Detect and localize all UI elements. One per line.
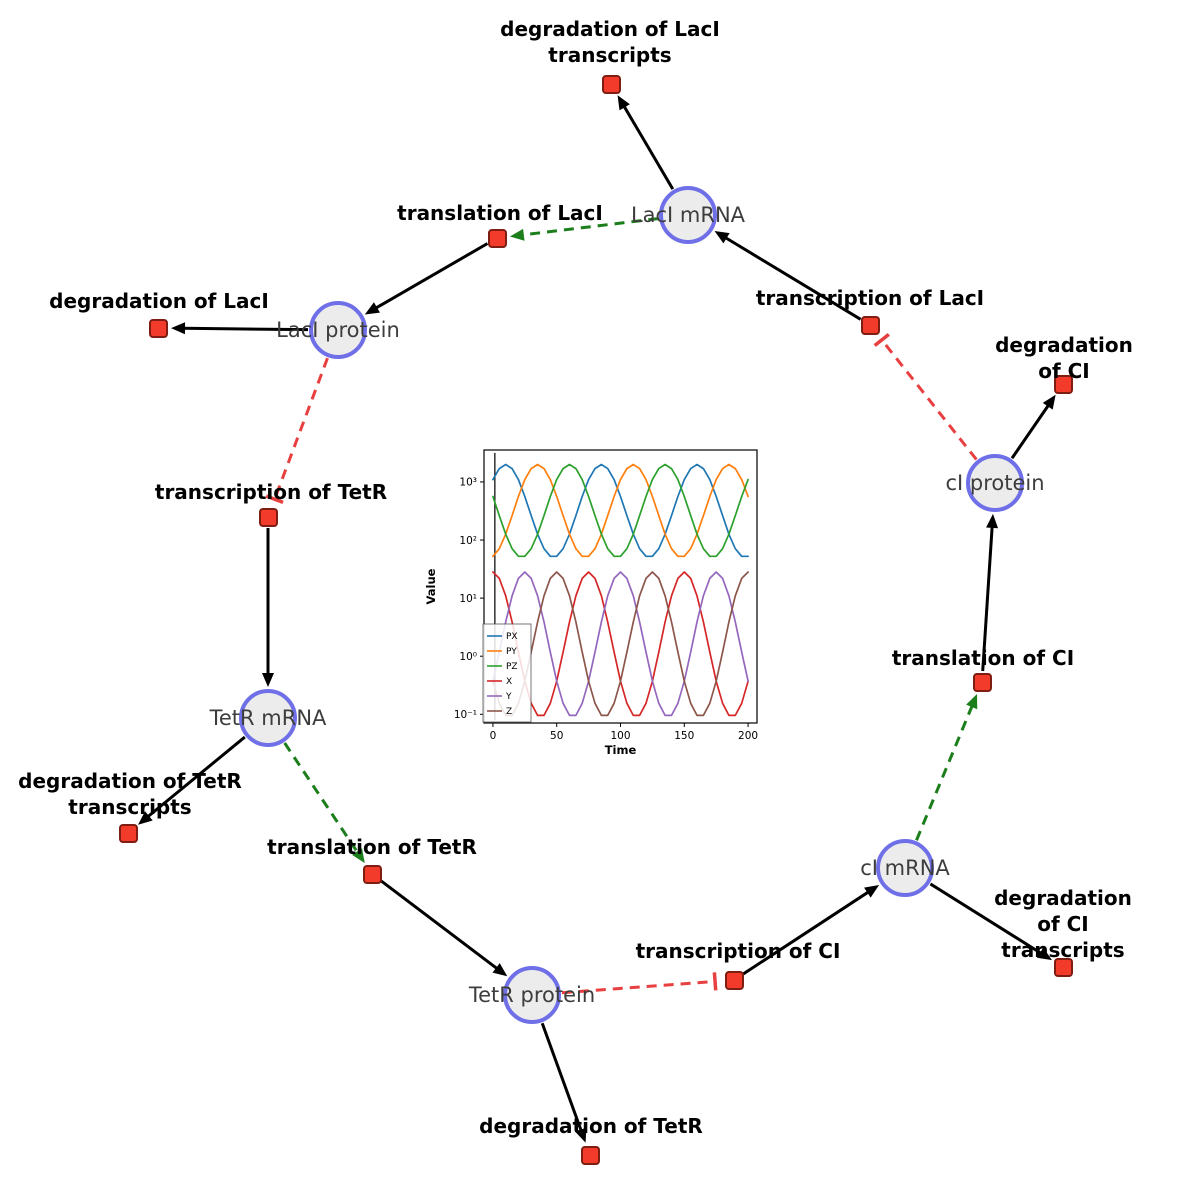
arrowhead-icon: [492, 963, 508, 977]
arrowhead-icon: [1042, 394, 1056, 410]
edge-laci-mrna--translation-of-laci: [509, 217, 659, 241]
y-tick-label: 10⁰: [459, 651, 477, 663]
reaction-node-degradation-of-tetr[interactable]: [580, 1145, 600, 1165]
x-tick-label: 200: [738, 730, 758, 742]
y-tick-label: 10²: [459, 535, 477, 547]
series-line-PX: [492, 463, 749, 558]
arrowhead-icon: [509, 228, 525, 241]
species-node-laci-protein[interactable]: [309, 301, 367, 359]
y-tick-label: 10³: [459, 477, 477, 489]
reaction-node-transcription-of-tetr[interactable]: [258, 507, 278, 527]
y-tick-label: 10⁻¹: [454, 709, 477, 721]
legend-label-X: X: [506, 677, 512, 687]
inhibition-tbar: [712, 972, 718, 991]
edge-translation-of-laci--laci-protein: [364, 242, 489, 315]
x-tick-label: 150: [674, 730, 694, 742]
arrowhead-icon: [262, 673, 274, 687]
inhibition-tbar: [265, 494, 284, 504]
legend-label-PY: PY: [506, 647, 517, 657]
inhibition-tbar: [873, 332, 890, 347]
arrowhead-icon: [575, 1127, 587, 1143]
arrowhead-icon: [986, 513, 999, 529]
edge-transcription-of-laci--laci-mrna: [714, 231, 862, 321]
y-tick-label: 10¹: [459, 593, 477, 605]
plot-legend: PX PY PZ XYZ: [482, 623, 532, 723]
edge-transcription-of-ci--ci-mrna: [742, 884, 880, 976]
edge-laci-protein--degradation-of-laci: [170, 322, 309, 335]
species-node-laci-mrna[interactable]: [659, 186, 717, 244]
arrowhead-icon: [617, 95, 630, 111]
arrowhead-icon: [352, 848, 365, 864]
series-line-PZ: [492, 463, 749, 558]
series-line-Z: [492, 571, 749, 717]
species-node-ci-protein[interactable]: [966, 454, 1024, 512]
arrowhead-icon: [364, 302, 380, 315]
reaction-node-transcription-of-laci[interactable]: [860, 315, 880, 335]
legend-label-Y: Y: [505, 692, 512, 702]
reaction-node-degradation-of-ci-transcripts[interactable]: [1053, 957, 1073, 977]
edge-laci-mrna--degradation-of-laci-transcripts: [617, 95, 675, 190]
reaction-node-translation-of-laci[interactable]: [487, 228, 507, 248]
species-node-tetr-mrna[interactable]: [239, 689, 297, 747]
edge-ci-mrna--degradation-of-ci-transcripts: [929, 882, 1052, 961]
edge-ci-mrna--translation-of-ci: [915, 694, 978, 841]
plot-axes: 0 50 100 150 200 10³ 10² 10¹ 10⁰ 10⁻¹ Time Value: [424, 449, 758, 757]
arrowhead-icon: [138, 811, 153, 825]
reaction-node-degradation-of-tetr-transcripts[interactable]: [118, 823, 138, 843]
arrowhead-icon: [966, 694, 978, 710]
legend-label-Z: Z: [506, 707, 512, 717]
edge-tetr-mrna--translation-of-tetr: [283, 742, 365, 864]
species-node-ci-mrna[interactable]: [876, 839, 934, 897]
edge-transcription-of-tetr--tetr-mrna: [262, 528, 274, 687]
reaction-node-degradation-of-laci-transcripts[interactable]: [601, 74, 621, 94]
legend-label-PZ: PZ: [506, 662, 518, 672]
reaction-node-transcription-of-ci[interactable]: [724, 970, 744, 990]
reaction-node-translation-of-ci[interactable]: [972, 672, 992, 692]
edge-tetr-protein--transcription-of-ci: [561, 972, 718, 995]
edge-tetr-protein--degradation-of-tetr: [540, 1022, 587, 1143]
reaction-node-degradation-of-ci[interactable]: [1053, 374, 1073, 394]
x-tick-label: 50: [550, 730, 563, 742]
edge-tetr-mrna--degradation-of-tetr-transcripts: [138, 735, 246, 825]
arrowhead-icon: [170, 322, 186, 335]
arrowhead-icon: [1036, 947, 1052, 961]
legend-label-PX: PX: [506, 632, 518, 642]
edge-translation-of-tetr--tetr-protein: [379, 879, 508, 977]
edge-translation-of-ci--ci-protein: [981, 513, 999, 672]
reaction-node-translation-of-tetr[interactable]: [362, 864, 382, 884]
series-line-Y: [492, 571, 749, 717]
edge-laci-protein--transcription-of-tetr: [265, 357, 329, 504]
arrowhead-icon: [714, 231, 730, 244]
x-tick-label: 100: [610, 730, 630, 742]
series-line-PY: [492, 463, 749, 558]
edge-ci-protein--transcription-of-laci: [873, 332, 978, 461]
y-axis-label: Value: [424, 568, 438, 604]
x-tick-label: 0: [490, 730, 497, 742]
reaction-node-degradation-of-laci[interactable]: [148, 318, 168, 338]
arrowhead-icon: [864, 884, 880, 898]
x-axis-label: Time: [605, 743, 637, 757]
edge-ci-protein--degradation-of-ci: [1010, 394, 1056, 460]
species-node-tetr-protein[interactable]: [503, 966, 561, 1024]
